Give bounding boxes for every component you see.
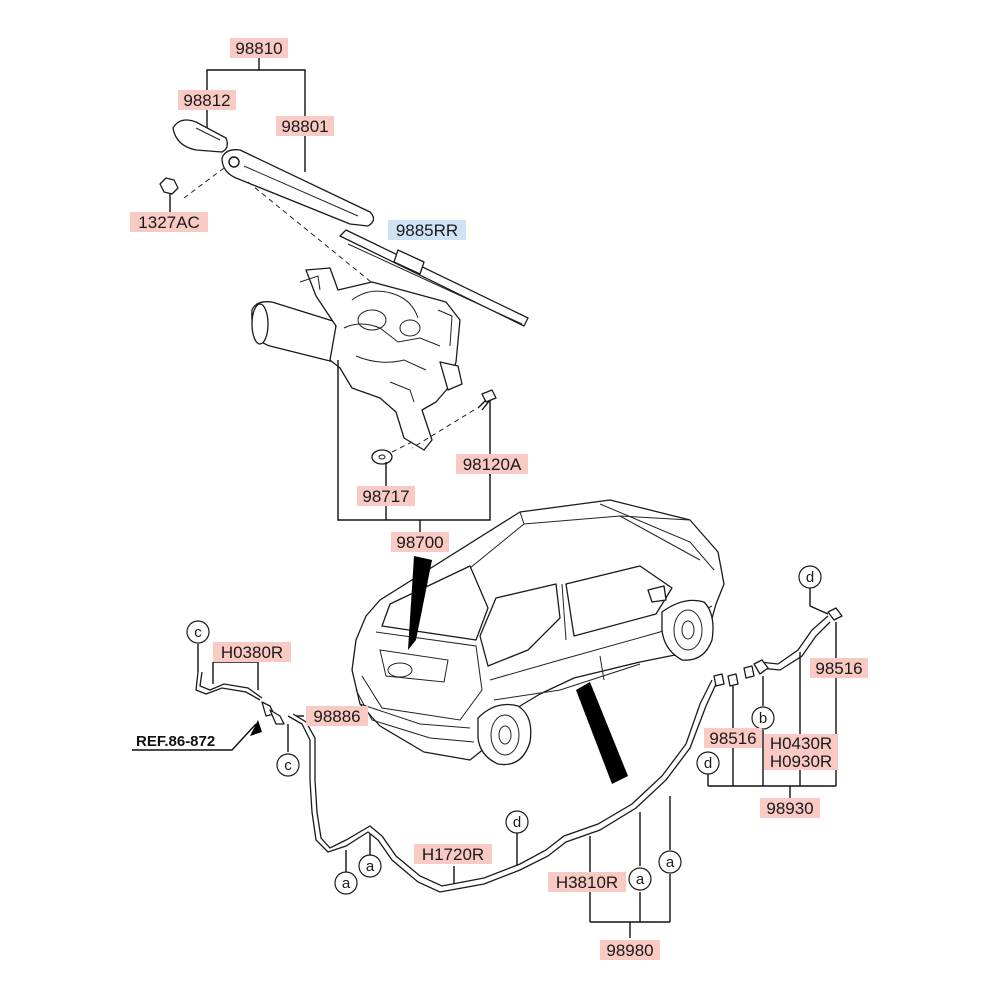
callout-a-1: a xyxy=(334,871,358,895)
label-98516-left[interactable]: 98516 xyxy=(704,728,762,748)
label-H0930R[interactable]: H0930R xyxy=(764,752,838,771)
svg-text:d: d xyxy=(806,569,814,586)
callout-a-3: a xyxy=(628,867,652,891)
label-H0430R[interactable]: H0430R xyxy=(764,734,838,753)
svg-text:c: c xyxy=(194,624,202,641)
label-98717[interactable]: 98717 xyxy=(357,486,415,506)
svg-text:a: a xyxy=(636,871,645,888)
svg-text:a: a xyxy=(342,875,351,892)
label-98930[interactable]: 98930 xyxy=(760,798,820,818)
wiper-blade-part xyxy=(339,229,529,327)
motor-location-pointer xyxy=(408,556,432,650)
washer-part xyxy=(371,449,393,465)
callout-b: b xyxy=(751,706,775,730)
label-98980[interactable]: 98980 xyxy=(600,940,660,960)
svg-text:d: d xyxy=(704,755,712,772)
callout-d-mid: d xyxy=(505,810,529,834)
svg-text:98717: 98717 xyxy=(362,487,409,506)
wiper-cap-part xyxy=(172,119,228,153)
svg-text:98516: 98516 xyxy=(815,659,862,678)
svg-text:98980: 98980 xyxy=(606,941,653,960)
nut-part xyxy=(159,177,179,195)
svg-text:a: a xyxy=(666,854,675,871)
label-1327AC[interactable]: 1327AC xyxy=(130,212,208,232)
svg-text:b: b xyxy=(759,710,767,727)
label-REF-86-872[interactable]: REF.86-872 xyxy=(136,733,215,750)
svg-text:d: d xyxy=(513,814,521,831)
callout-d-right: d xyxy=(696,751,720,775)
svg-text:H0430R: H0430R xyxy=(770,734,832,753)
svg-text:98930: 98930 xyxy=(766,799,813,818)
svg-text:H0930R: H0930R xyxy=(770,752,832,771)
label-H3810R[interactable]: H3810R xyxy=(548,872,626,892)
callout-a-4: a xyxy=(658,850,682,874)
label-98516-right[interactable]: 98516 xyxy=(810,658,868,678)
label-98812[interactable]: 98812 xyxy=(178,90,236,110)
label-9885RR[interactable]: 9885RR xyxy=(388,220,466,240)
callout-circles: c c a a d a a d xyxy=(186,565,822,895)
hose-location-pointer xyxy=(576,682,628,784)
svg-text:98812: 98812 xyxy=(183,91,230,110)
label-H1720R[interactable]: H1720R xyxy=(414,844,492,864)
callout-c-bottom: c xyxy=(276,753,300,777)
svg-text:98120A: 98120A xyxy=(463,455,522,474)
svg-text:98886: 98886 xyxy=(313,707,360,726)
ref-arrow xyxy=(132,720,262,751)
svg-text:98810: 98810 xyxy=(235,39,282,58)
callout-c-top: c xyxy=(186,620,210,644)
car-illustration xyxy=(351,499,725,784)
label-98886[interactable]: 98886 xyxy=(306,706,368,726)
svg-text:9885RR: 9885RR xyxy=(396,221,458,240)
callout-d-top: d xyxy=(798,565,822,589)
label-98700[interactable]: 98700 xyxy=(391,532,449,552)
svg-text:H0380R: H0380R xyxy=(221,643,283,662)
svg-text:c: c xyxy=(284,757,292,774)
svg-text:98700: 98700 xyxy=(396,533,443,552)
svg-text:a: a xyxy=(366,858,375,875)
label-98801[interactable]: 98801 xyxy=(276,116,334,136)
svg-text:98801: 98801 xyxy=(281,117,328,136)
svg-text:H3810R: H3810R xyxy=(556,873,618,892)
bolt-part xyxy=(481,389,497,403)
wiper-motor-assembly xyxy=(251,267,497,534)
wiper-arm-assembly xyxy=(159,58,529,327)
svg-text:98516: 98516 xyxy=(709,729,756,748)
svg-text:1327AC: 1327AC xyxy=(138,213,199,232)
wiper-arm-part xyxy=(221,149,375,227)
svg-text:REF.86-872: REF.86-872 xyxy=(136,733,215,750)
svg-text:H1720R: H1720R xyxy=(422,845,484,864)
label-H0380R[interactable]: H0380R xyxy=(213,642,291,662)
part-labels: 98810 98812 98801 1327AC 9885RR 98120A 9… xyxy=(130,38,868,960)
label-98120A[interactable]: 98120A xyxy=(456,454,528,474)
label-98810[interactable]: 98810 xyxy=(230,38,288,58)
callout-a-2: a xyxy=(358,854,382,878)
